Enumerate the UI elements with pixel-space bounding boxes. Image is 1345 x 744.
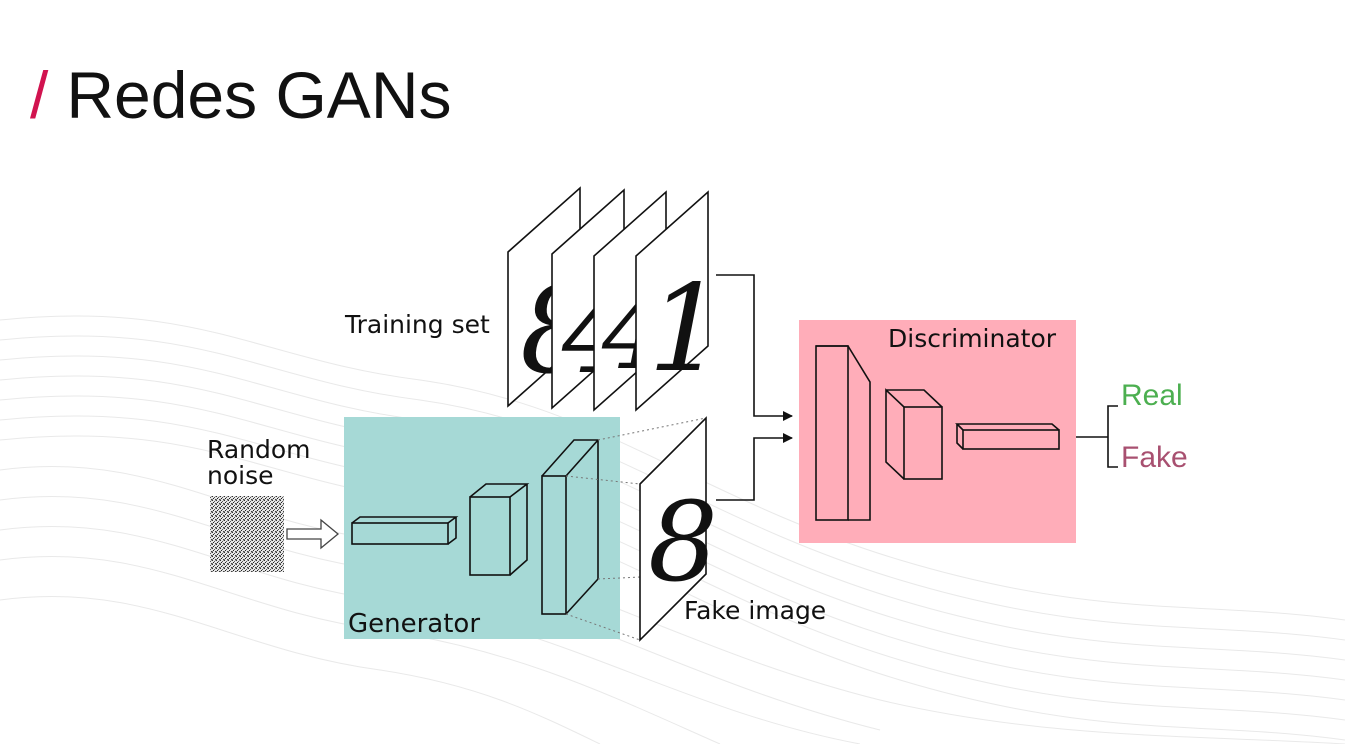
training-to-discriminator (716, 274, 793, 421)
discriminator-layer-3 (955, 423, 1060, 450)
output-bracket (1076, 405, 1118, 468)
generator-layer-1 (351, 516, 459, 545)
discriminator-block: Discriminator (799, 320, 1076, 543)
random-noise-label-line1: Random (207, 435, 311, 464)
fake-image-card (639, 416, 707, 642)
discriminator-label: Discriminator (888, 324, 1057, 353)
generator-panel (344, 417, 620, 639)
output-real-label: Real (1121, 379, 1183, 412)
random-noise-label-line2: noise (207, 461, 274, 490)
random-noise-node: Random noise (207, 435, 340, 572)
title-text: Redes GANs (66, 58, 452, 132)
fake-image-label: Fake image (684, 596, 826, 625)
title-slash: / (30, 58, 49, 132)
generator-label: Generator (348, 609, 480, 639)
connectors (716, 274, 793, 501)
training-set-label: Training set (344, 310, 490, 339)
fake-to-discriminator (716, 433, 793, 501)
training-card-4: 1 (635, 190, 724, 412)
output-fake-label: Fake (1121, 441, 1188, 474)
training-digit-4: 1 (648, 260, 724, 399)
generator-layer-2 (469, 483, 530, 576)
training-set-node: Training set 8 4 4 1 (344, 186, 724, 412)
fake-image-node: 8 Fake image (639, 416, 826, 642)
noise-image (210, 496, 284, 572)
discriminator-panel (799, 320, 1076, 543)
slide-title: /Redes GANs (30, 62, 451, 128)
discriminator-layer-1 (815, 345, 871, 521)
fake-image-digit: 8 (648, 478, 718, 606)
noise-to-generator-arrow (286, 518, 340, 550)
discriminator-layer-2 (885, 388, 943, 480)
generator-block: Generator (344, 417, 707, 641)
